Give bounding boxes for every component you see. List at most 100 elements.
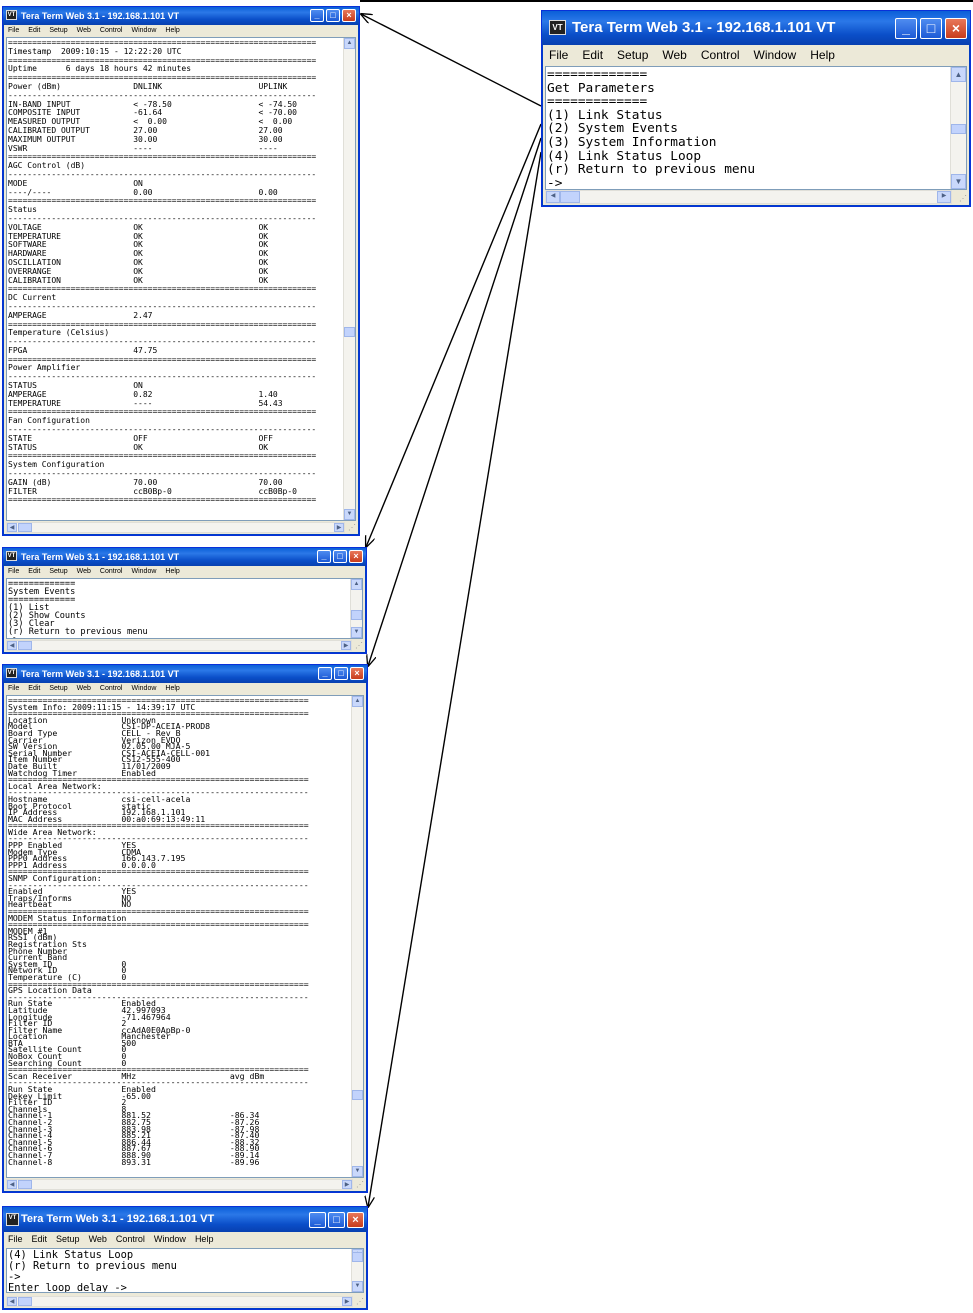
- close-button[interactable]: ×: [347, 1212, 364, 1228]
- close-button[interactable]: ×: [350, 667, 364, 680]
- scroll-right-arrow-icon[interactable]: ▶: [342, 1180, 352, 1189]
- menu-item-setup[interactable]: Setup: [617, 48, 649, 62]
- horizontal-scrollbar[interactable]: ◀▶: [6, 640, 352, 651]
- scroll-left-arrow-icon[interactable]: ◀: [7, 1180, 17, 1189]
- scroll-down-arrow-icon[interactable]: ▼: [351, 627, 362, 638]
- menu-item-control[interactable]: Control: [99, 27, 123, 34]
- scroll-right-arrow-icon[interactable]: ▶: [341, 641, 351, 650]
- scroll-thumb[interactable]: [951, 124, 966, 135]
- minimize-button[interactable]: _: [310, 9, 324, 22]
- horizontal-scrollbar[interactable]: ◀▶: [6, 1179, 353, 1190]
- scroll-up-arrow-icon[interactable]: ▲: [951, 67, 966, 82]
- terminal-screen[interactable]: (4) Link Status Loop(r) Return to previo…: [6, 1248, 364, 1293]
- scroll-down-arrow-icon[interactable]: ▼: [951, 174, 966, 189]
- menu-item-help[interactable]: Help: [165, 685, 180, 692]
- menu-item-edit[interactable]: Edit: [31, 1234, 48, 1244]
- resize-grip-icon[interactable]: ⋰: [355, 641, 363, 650]
- horizontal-scrollbar[interactable]: ◀▶: [6, 1296, 353, 1307]
- vertical-scrollbar[interactable]: ▲▼: [350, 579, 362, 638]
- menu-item-window[interactable]: Window: [131, 27, 157, 34]
- menu-item-help[interactable]: Help: [194, 1234, 214, 1244]
- horizontal-scroll-thumb[interactable]: [18, 1297, 32, 1306]
- menu-item-file[interactable]: File: [8, 568, 20, 575]
- scroll-left-arrow-icon[interactable]: ◀: [7, 1297, 17, 1306]
- maximize-button[interactable]: □: [334, 667, 348, 680]
- maximize-button[interactable]: □: [328, 1212, 345, 1228]
- horizontal-scroll-thumb[interactable]: [18, 523, 32, 532]
- scroll-thumb[interactable]: [352, 1090, 363, 1101]
- menu-item-setup[interactable]: Setup: [56, 1234, 80, 1244]
- menu-item-web[interactable]: Web: [76, 568, 91, 575]
- menu-item-help[interactable]: Help: [165, 27, 180, 34]
- vertical-scrollbar[interactable]: ▲▼: [351, 1249, 363, 1292]
- maximize-button[interactable]: □: [333, 550, 347, 563]
- terminal-screen[interactable]: =============Get Parameters=============…: [545, 66, 967, 190]
- horizontal-scrollbar[interactable]: ◀▶: [6, 522, 345, 533]
- scroll-down-arrow-icon[interactable]: ▼: [344, 509, 355, 520]
- scroll-right-arrow-icon[interactable]: ▶: [334, 523, 344, 532]
- horizontal-scrollbar[interactable]: ◀▶: [545, 190, 952, 204]
- terminal-screen[interactable]: ========================================…: [6, 37, 356, 521]
- scroll-up-arrow-icon[interactable]: ▲: [352, 696, 363, 707]
- menu-item-web[interactable]: Web: [76, 27, 91, 34]
- minimize-button[interactable]: _: [317, 550, 331, 563]
- scroll-left-arrow-icon[interactable]: ◀: [546, 191, 560, 203]
- scroll-up-arrow-icon[interactable]: ▲: [351, 579, 362, 590]
- menu-item-control[interactable]: Control: [115, 1234, 145, 1244]
- menu-item-file[interactable]: File: [8, 27, 20, 34]
- scroll-down-arrow-icon[interactable]: ▼: [352, 1166, 363, 1177]
- minimize-button[interactable]: _: [318, 667, 332, 680]
- scroll-thumb[interactable]: [351, 610, 362, 621]
- menu-item-file[interactable]: File: [549, 48, 569, 62]
- menu-item-edit[interactable]: Edit: [28, 27, 41, 34]
- menu-item-control[interactable]: Control: [99, 568, 123, 575]
- menu-item-window[interactable]: Window: [753, 48, 797, 62]
- scroll-down-arrow-icon[interactable]: ▼: [352, 1281, 363, 1292]
- vertical-scrollbar[interactable]: ▲▼: [351, 696, 363, 1177]
- menu-item-web[interactable]: Web: [662, 48, 687, 62]
- scroll-left-arrow-icon[interactable]: ◀: [7, 523, 17, 532]
- scroll-thumb[interactable]: [344, 326, 355, 337]
- menu-item-window[interactable]: Window: [153, 1234, 186, 1244]
- menu-item-window[interactable]: Window: [131, 685, 157, 692]
- vertical-scrollbar[interactable]: ▲▼: [950, 67, 966, 189]
- menu-item-web[interactable]: Web: [88, 1234, 107, 1244]
- scroll-right-arrow-icon[interactable]: ▶: [342, 1297, 352, 1306]
- horizontal-scroll-thumb[interactable]: [18, 1180, 32, 1189]
- menu-item-file[interactable]: File: [8, 685, 20, 692]
- close-button[interactable]: ×: [945, 18, 967, 39]
- menu-item-window[interactable]: Window: [131, 568, 157, 575]
- minimize-button[interactable]: _: [895, 18, 917, 39]
- menu-item-edit[interactable]: Edit: [28, 568, 41, 575]
- resize-grip-icon[interactable]: ⋰: [356, 1297, 364, 1306]
- menu-item-control[interactable]: Control: [700, 48, 740, 62]
- scroll-left-arrow-icon[interactable]: ◀: [7, 641, 17, 650]
- horizontal-scroll-thumb[interactable]: [18, 641, 32, 650]
- terminal-screen[interactable]: =============System Events=============(…: [6, 578, 363, 639]
- menu-item-file[interactable]: File: [8, 1234, 23, 1244]
- menu-item-setup[interactable]: Setup: [49, 568, 68, 575]
- scroll-up-arrow-icon[interactable]: ▲: [344, 38, 355, 49]
- menu-item-setup[interactable]: Setup: [49, 27, 68, 34]
- terminal-screen[interactable]: ========================================…: [6, 695, 364, 1178]
- menu-item-setup[interactable]: Setup: [49, 685, 68, 692]
- menu-item-edit[interactable]: Edit: [582, 48, 604, 62]
- menu-item-edit[interactable]: Edit: [28, 685, 41, 692]
- minimize-button[interactable]: _: [309, 1212, 326, 1228]
- scroll-right-arrow-icon[interactable]: ▶: [937, 191, 951, 203]
- close-button[interactable]: ×: [342, 9, 356, 22]
- maximize-button[interactable]: □: [326, 9, 340, 22]
- scroll-thumb[interactable]: [352, 1251, 363, 1262]
- horizontal-scroll-thumb[interactable]: [560, 191, 580, 203]
- menu-item-help[interactable]: Help: [165, 568, 180, 575]
- resize-grip-icon[interactable]: ⋰: [356, 1180, 364, 1189]
- maximize-button[interactable]: □: [920, 18, 942, 39]
- vertical-scrollbar[interactable]: ▲▼: [343, 38, 355, 520]
- menu-item-control[interactable]: Control: [99, 685, 123, 692]
- resize-grip-icon[interactable]: ⋰: [959, 194, 967, 203]
